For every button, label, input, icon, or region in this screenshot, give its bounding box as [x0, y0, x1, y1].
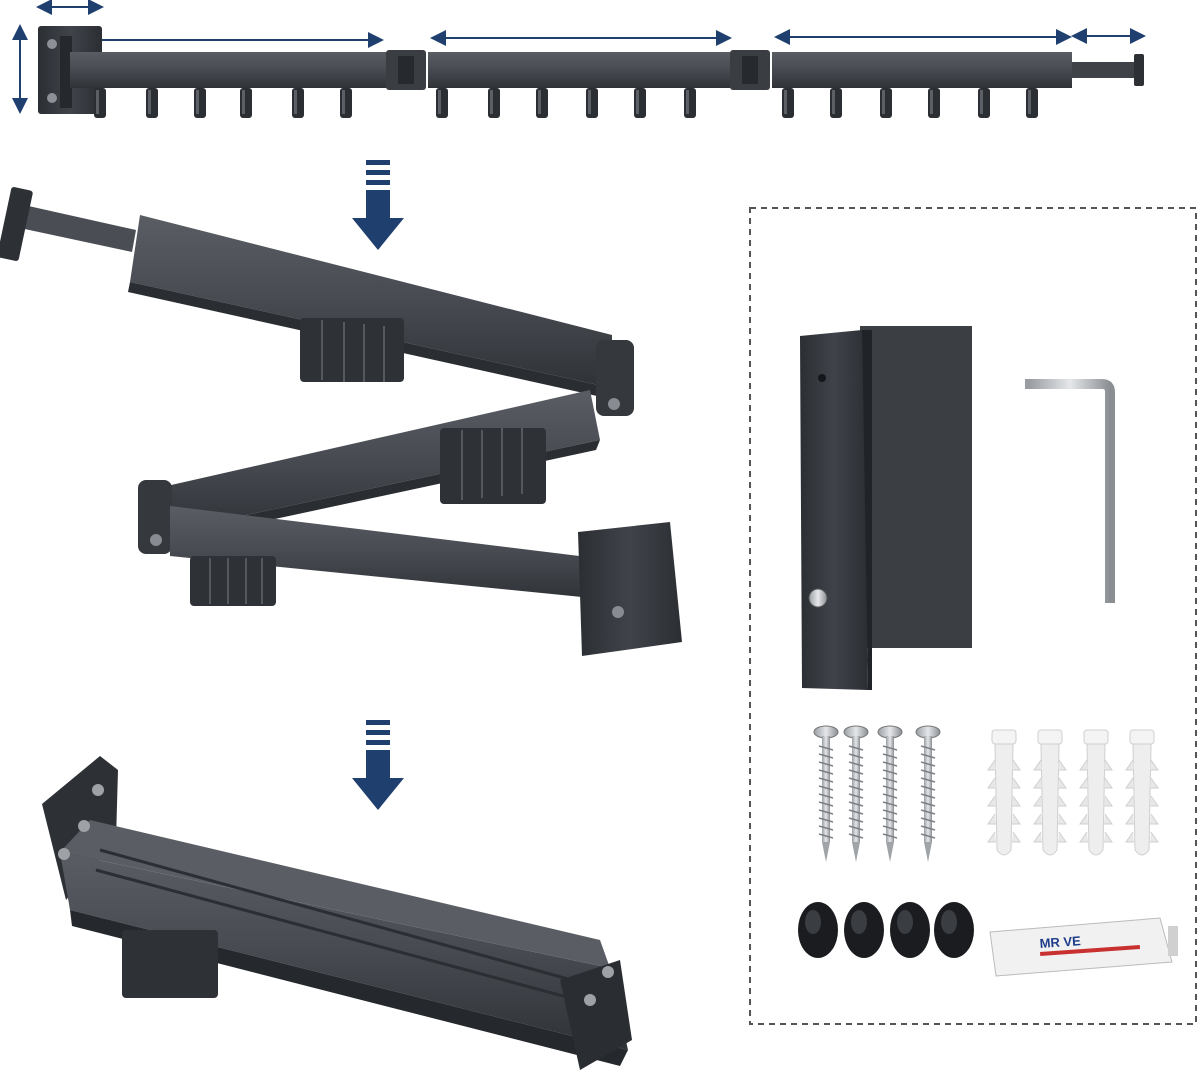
hook — [928, 88, 940, 118]
down-arrow-icon — [352, 720, 404, 810]
glue-tube-label: MR VE — [1039, 933, 1081, 951]
hook — [536, 88, 548, 118]
hook — [340, 88, 352, 118]
kit-border — [749, 207, 1197, 1025]
hinge — [138, 480, 172, 554]
end-stop — [0, 187, 33, 261]
hook — [978, 88, 990, 118]
wall-anchor — [987, 729, 1021, 856]
hook — [586, 88, 598, 118]
hook — [684, 88, 696, 118]
screw — [813, 725, 839, 862]
screw — [877, 725, 903, 862]
hinge — [596, 340, 634, 416]
hook — [436, 88, 448, 118]
hook-row — [94, 88, 1038, 118]
accessory-kit: MR VE — [749, 207, 1197, 1025]
hook — [240, 88, 252, 118]
arm-segment-2 — [428, 52, 730, 88]
hook — [194, 88, 206, 118]
hook — [94, 88, 106, 118]
glue-tube: MR VE — [989, 917, 1178, 977]
end-cap — [560, 960, 632, 1070]
hook — [1026, 88, 1038, 118]
folding-rack — [0, 187, 682, 656]
wall-anchor — [1125, 729, 1159, 856]
down-arrow-icon — [352, 160, 404, 250]
folded-rack — [42, 756, 632, 1070]
end-cap — [844, 902, 884, 958]
folded-body — [60, 852, 628, 1050]
wall-plate — [578, 522, 682, 656]
end-cap — [890, 902, 930, 958]
end-cap — [934, 902, 974, 958]
end-cap-set — [798, 902, 974, 958]
hook — [292, 88, 304, 118]
end-stop — [1134, 54, 1144, 86]
hook — [488, 88, 500, 118]
hook — [782, 88, 794, 118]
arm-segment-3 — [170, 506, 612, 600]
wall-anchor — [1033, 729, 1067, 856]
arm-segment-1 — [70, 52, 388, 88]
screw — [843, 725, 869, 862]
screw — [915, 725, 941, 862]
end-cap — [798, 902, 838, 958]
extended-rack — [12, 0, 1146, 118]
wall-bracket — [800, 326, 972, 690]
arm-segment-2 — [158, 390, 600, 532]
hook — [830, 88, 842, 118]
double-arrow-icon — [12, 0, 1146, 114]
wall-anchor — [1079, 729, 1113, 856]
hook — [880, 88, 892, 118]
arm-segment-1 — [130, 215, 612, 388]
hook — [634, 88, 646, 118]
screw-set — [813, 725, 941, 862]
hook — [146, 88, 158, 118]
arm-segment-3 — [772, 52, 1072, 88]
anchor-set — [987, 729, 1159, 856]
extension-rod — [1072, 62, 1136, 78]
hex-key — [1025, 379, 1115, 603]
